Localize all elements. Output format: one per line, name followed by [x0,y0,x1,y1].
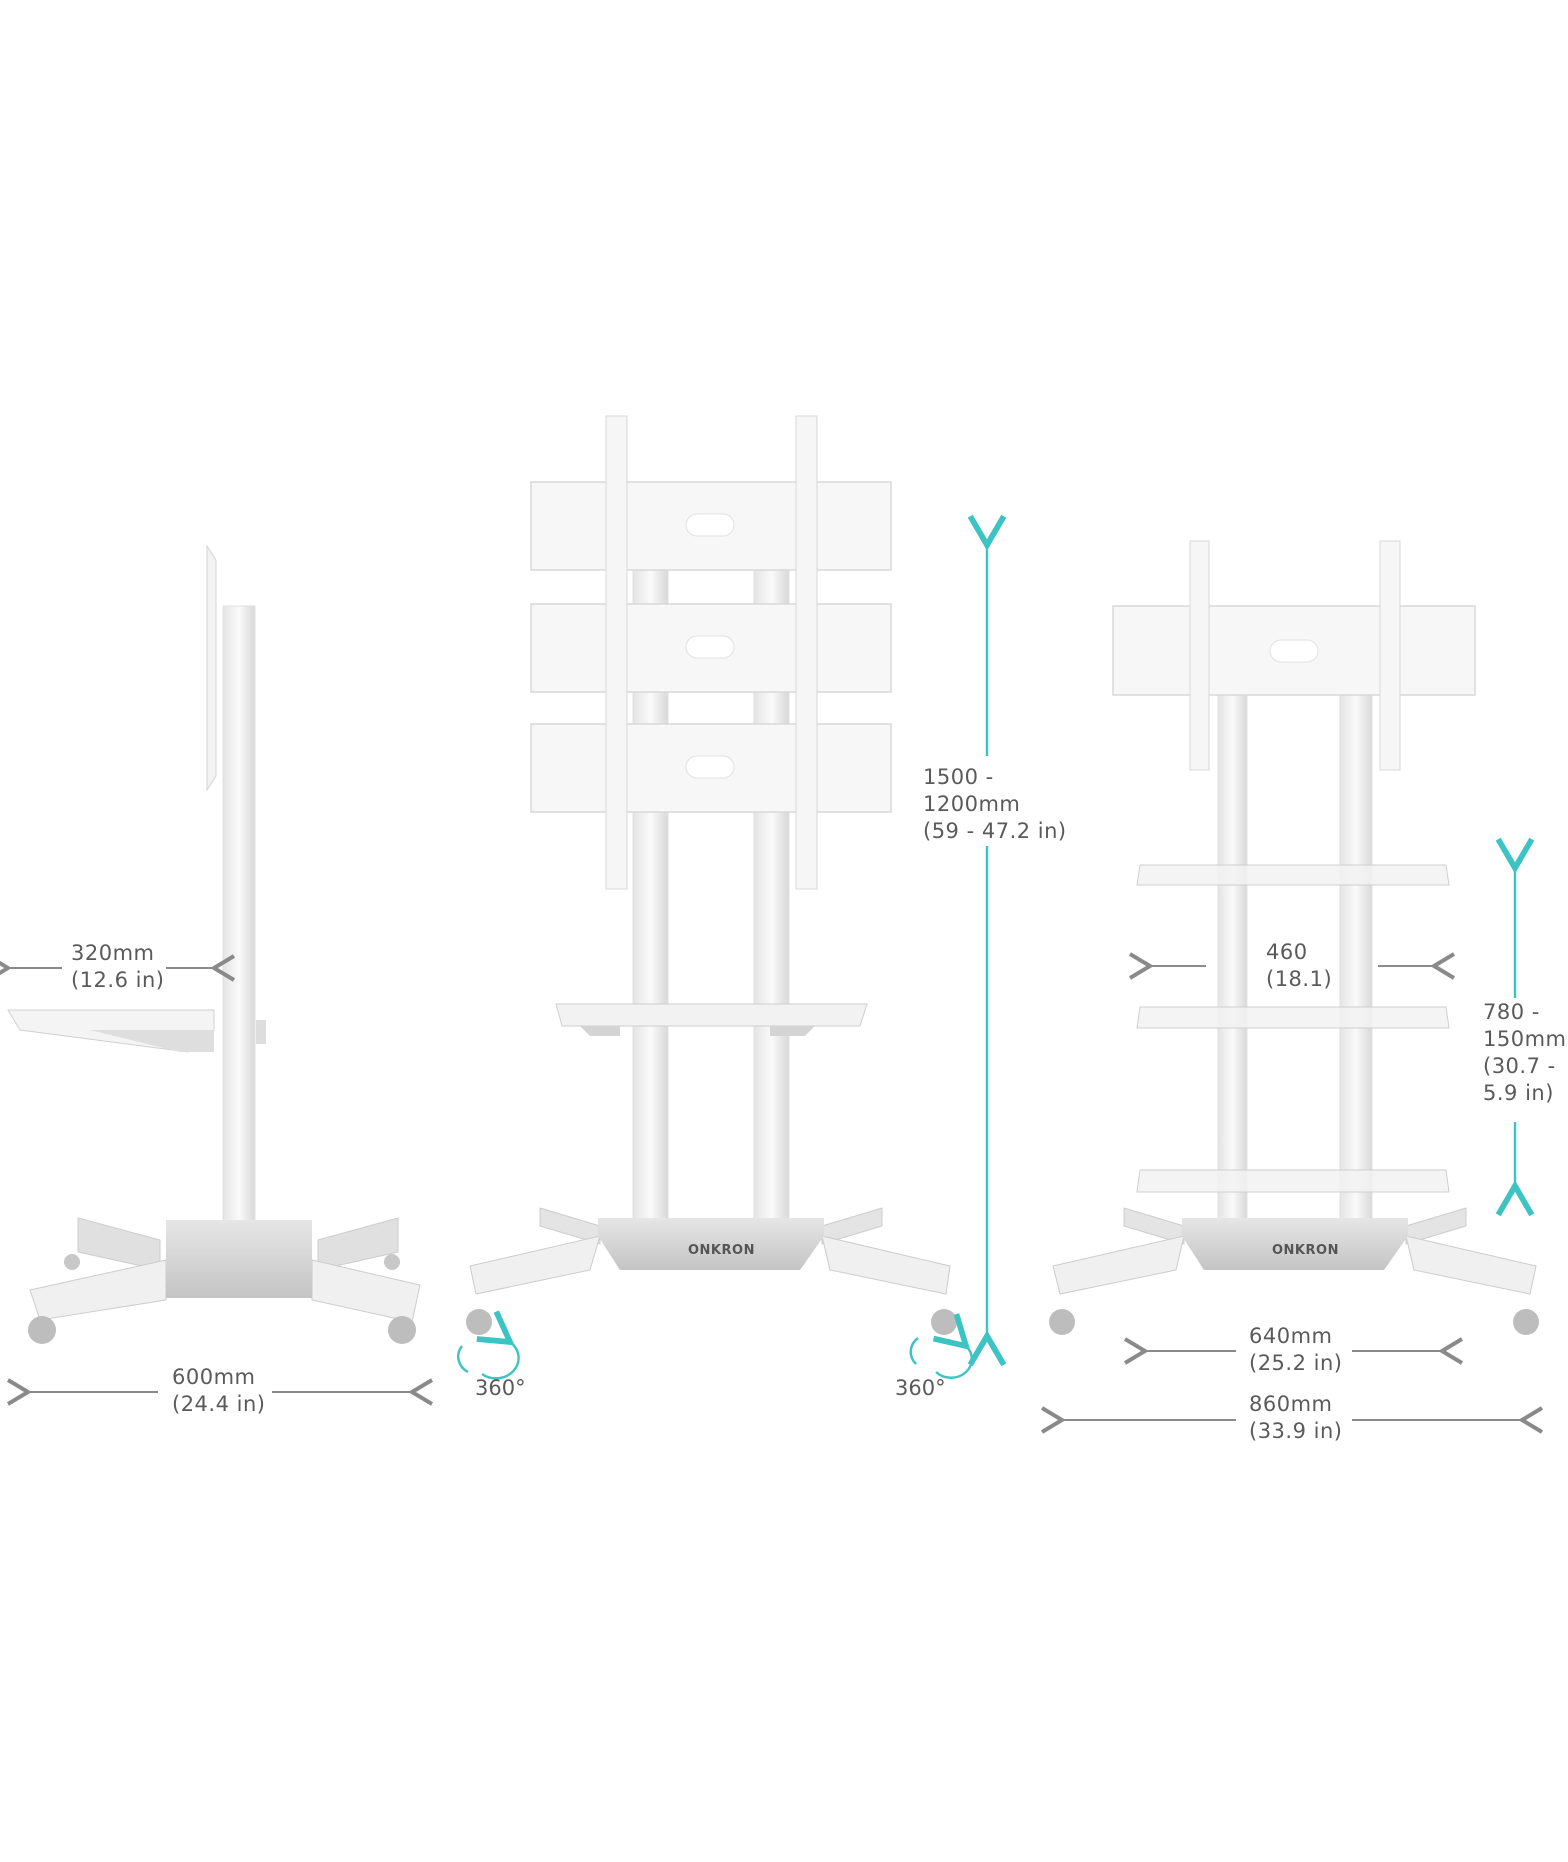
rotate-icon-left [457,1342,518,1378]
height-range-label: 1500 - 1200mm (59 - 47.2 in) [923,764,1067,845]
side-view-stand [7,544,421,1344]
rotate-icon-right [909,1338,972,1378]
dimension-arrows [0,545,1544,1434]
brand-logo-front: ONKRON [688,1243,755,1258]
shelf-height-line4: 5.9 in) [1483,1081,1554,1105]
height-line1: 1500 - [923,765,994,789]
shelf-width-label: 460 (18.1) [1266,939,1332,993]
shelf-height-label: 780 - 150mm (30.7 - 5.9 in) [1483,999,1567,1107]
wheel-rotation-left-label: 360° [475,1376,526,1400]
shelf-depth-label: 320mm (12.6 in) [71,940,164,994]
shelf-depth-in: (12.6 in) [71,968,165,992]
base-width-in: (33.9 in) [1249,1419,1343,1443]
wheel-rotation-right-label: 360° [895,1376,946,1400]
base-depth-mm: 600mm [172,1365,256,1389]
shelf-height-line3: (30.7 - [1483,1054,1556,1078]
base-width-mm: 860mm [1249,1392,1333,1416]
shelf-depth-mm: 320mm [71,941,155,965]
wheelbase-width-label: 640mm (25.2 in) [1249,1323,1342,1377]
front-view-stand-with-shelves [1049,540,1539,1335]
height-line2: 1200mm [923,792,1021,816]
base-depth-in: (24.4 in) [172,1392,266,1416]
shelf-height-line2: 150mm [1483,1027,1567,1051]
shelf-width-mm: 460 [1266,940,1308,964]
height-line3: (59 - 47.2 in) [923,819,1067,843]
base-width-label: 860mm (33.9 in) [1249,1391,1342,1445]
base-depth-label: 600mm (24.4 in) [172,1364,265,1418]
shelf-width-in: (18.1) [1266,967,1333,991]
shelf-height-line1: 780 - [1483,1000,1540,1024]
brand-logo-shelves: ONKRON [1272,1243,1339,1258]
front-view-stand [466,415,957,1335]
wheelbase-in: (25.2 in) [1249,1351,1343,1375]
wheelbase-mm: 640mm [1249,1324,1333,1348]
